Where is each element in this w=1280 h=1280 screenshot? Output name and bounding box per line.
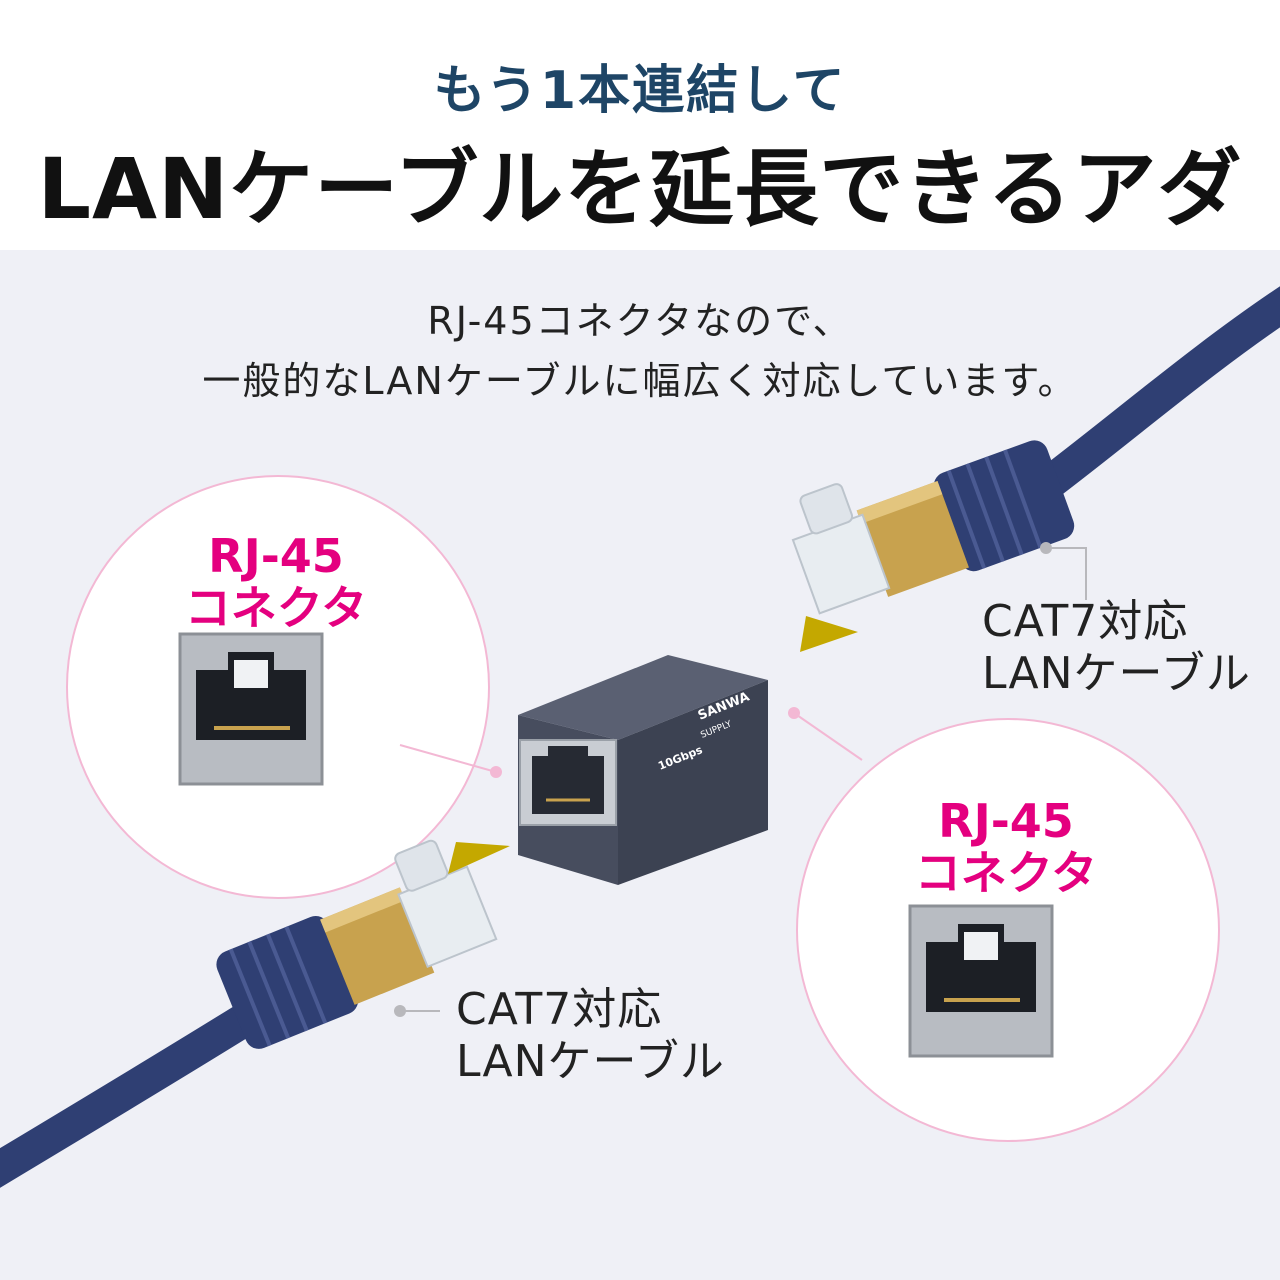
description-line-2: 一般的なLANケーブルに幅広く対応しています。	[202, 359, 1078, 403]
callout-leaders	[394, 542, 1087, 1017]
connector-label-left: RJ-45 コネクタ	[106, 530, 446, 634]
jack-detail-right	[908, 904, 1054, 1058]
connector-label-right-line2: コネクタ	[914, 846, 1098, 900]
connector-label-right-line1: RJ-45	[938, 794, 1074, 848]
connector-label-right: RJ-45 コネクタ	[836, 795, 1176, 899]
cable-label-top: CAT7対応 LANケーブル	[982, 596, 1251, 700]
top-cable-illustration	[791, 286, 1280, 652]
headline-subtitle: もう1本連結して	[433, 61, 847, 121]
cable-label-top-line1: CAT7対応	[982, 596, 1189, 647]
cable-label-bottom-line2: LANケーブル	[456, 1036, 725, 1087]
bottom-cable-illustration	[0, 839, 510, 1188]
description-line-1: RJ-45コネクタなので、	[427, 299, 853, 343]
cable-label-bottom: CAT7対応 LANケーブル	[456, 984, 725, 1088]
jack-detail-left	[178, 632, 324, 786]
connector-label-left-line1: RJ-45	[208, 529, 344, 583]
lan-adapter-illustration: SANWA SUPPLY 10Gbps	[518, 655, 768, 885]
cable-label-bottom-line1: CAT7対応	[456, 984, 663, 1035]
connector-label-left-line2: コネクタ	[184, 581, 368, 635]
cable-label-top-line2: LANケーブル	[982, 648, 1251, 699]
